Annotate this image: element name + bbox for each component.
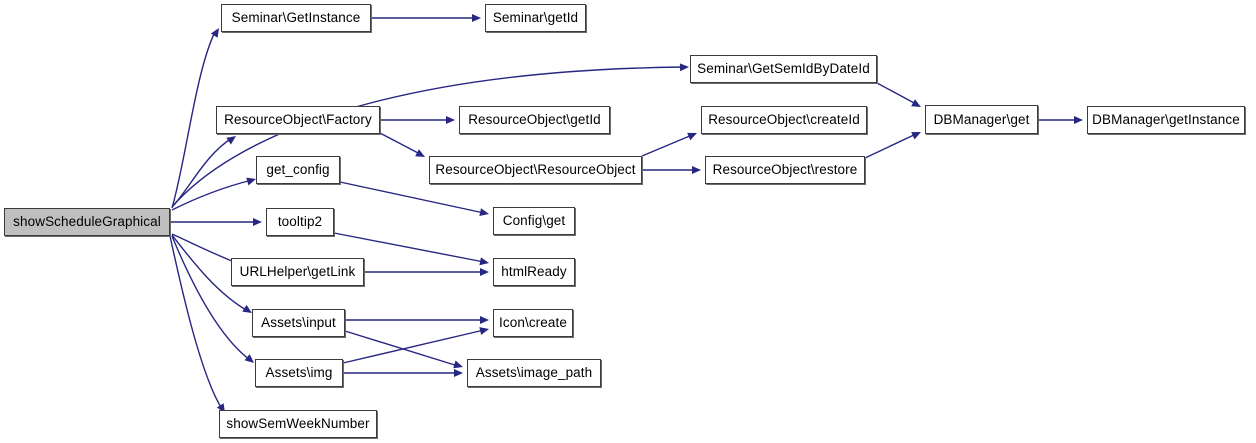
graph-edge-ResourceObjectResourceObject-to-ResourceObjectrestore — [642, 166, 701, 174]
graph-node-get_config[interactable]: get_config — [256, 156, 340, 184]
graph-node-Iconcreate[interactable]: Icon\create — [493, 309, 573, 337]
arrowhead — [226, 136, 236, 145]
graph-node-Assetsinput[interactable]: Assets\input — [252, 309, 345, 337]
arrowhead — [692, 166, 701, 174]
arrowhead — [679, 63, 689, 72]
graph-edge-showScheduleGraphical-to-ResourceObjectFactory — [171, 136, 236, 208]
graph-node-Assetsimage_path[interactable]: Assets\image_path — [467, 359, 601, 387]
graph-edge-Assetsimg-to-Assetsimage_path — [343, 369, 463, 377]
graph-edge-showScheduleGraphical-to-tooltip2 — [170, 218, 262, 226]
graph-node-ResourceObjectcreateId[interactable]: ResourceObject\createId — [701, 106, 867, 134]
graph-edge-Assetsinput-to-Iconcreate — [345, 316, 489, 324]
graph-edge-SeminarGetSemIdByDateId-to-DBManagerget — [876, 82, 921, 107]
arrowhead — [253, 218, 262, 226]
graph-edge-Assetsimg-to-Iconcreate — [342, 327, 489, 364]
arrowhead — [479, 257, 489, 266]
arrowhead — [1074, 116, 1083, 124]
graph-node-DBManagerget[interactable]: DBManager\get — [925, 105, 1038, 134]
arrowhead — [479, 327, 489, 335]
graph-node-DBManagergetInstance[interactable]: DBManager\getInstance — [1087, 106, 1245, 134]
graph-edge-showScheduleGraphical-to-Assetsimg — [171, 235, 254, 363]
graph-edge-Assetsinput-to-Assetsimage_path — [344, 330, 463, 369]
graph-edge-DBManagerget-to-DBManagergetInstance — [1038, 116, 1083, 124]
graph-edge-ResourceObjectrestore-to-DBManagerget — [864, 132, 921, 159]
graph-edge-ResourceObjectFactory-to-ResourceObjectgetId — [380, 116, 455, 124]
graph-edge-showScheduleGraphical-to-Assetsinput — [171, 234, 252, 313]
graph-edge-showScheduleGraphical-to-get_config — [171, 177, 256, 211]
graph-node-htmlReady[interactable]: htmlReady — [493, 258, 575, 286]
arrowhead — [911, 132, 921, 140]
graph-edge-tooltip2-to-htmlReady — [333, 232, 489, 266]
graph-node-SeminarGetInstance[interactable]: Seminar\GetInstance — [221, 4, 371, 32]
arrowhead — [453, 360, 463, 369]
arrowhead — [480, 316, 489, 324]
arrowhead — [911, 99, 921, 107]
graph-node-ResourceObjectFactory[interactable]: ResourceObject\Factory — [216, 106, 380, 134]
graph-edge-URLHelpergetLink-to-htmlReady — [364, 268, 489, 276]
graph-node-showScheduleGraphical[interactable]: showScheduleGraphical — [4, 208, 170, 236]
graph-edge-ResourceObjectFactory-to-ResourceObjectResourceObject — [379, 132, 425, 157]
arrowhead — [480, 268, 489, 276]
graph-edge-get_config-to-Configget — [339, 181, 489, 217]
arrowhead — [246, 177, 256, 186]
arrowhead — [479, 208, 489, 217]
graph-node-tooltip2[interactable]: tooltip2 — [266, 208, 334, 236]
arrowhead — [454, 369, 463, 377]
graph-edge-showScheduleGraphical-to-showSemWeekNumber — [169, 235, 225, 413]
graph-node-showSemWeekNumber[interactable]: showSemWeekNumber — [219, 410, 377, 438]
graph-node-Configget[interactable]: Config\get — [493, 207, 575, 235]
graph-node-SeminargetId[interactable]: Seminar\getId — [485, 4, 586, 32]
graph-node-ResourceObjectrestore[interactable]: ResourceObject\restore — [705, 156, 865, 184]
arrowhead — [242, 304, 252, 313]
graph-node-ResourceObjectResourceObject[interactable]: ResourceObject\ResourceObject — [429, 156, 642, 184]
arrowhead — [687, 132, 697, 141]
graph-node-SeminarGetSemIdByDateId[interactable]: Seminar\GetSemIdByDateId — [690, 55, 877, 83]
arrowhead — [446, 116, 455, 124]
graph-edge-showScheduleGraphical-to-SeminarGetInstance — [171, 28, 219, 209]
graph-edge-showScheduleGraphical-to-SeminarGetSemIdByDateId — [171, 63, 689, 208]
arrowhead — [210, 28, 219, 38]
arrowhead — [244, 354, 254, 363]
arrowhead — [415, 149, 425, 157]
graph-edge-ResourceObjectResourceObject-to-ResourceObjectcreateId — [641, 132, 697, 157]
graph-node-Assetsimg[interactable]: Assets\img — [255, 359, 343, 387]
graph-edge-SeminarGetInstance-to-SeminargetId — [371, 14, 481, 22]
arrowhead — [472, 14, 481, 22]
graph-node-URLHelpergetLink[interactable]: URLHelper\getLink — [231, 258, 364, 286]
graph-node-ResourceObjectgetId[interactable]: ResourceObject\getId — [459, 106, 610, 134]
